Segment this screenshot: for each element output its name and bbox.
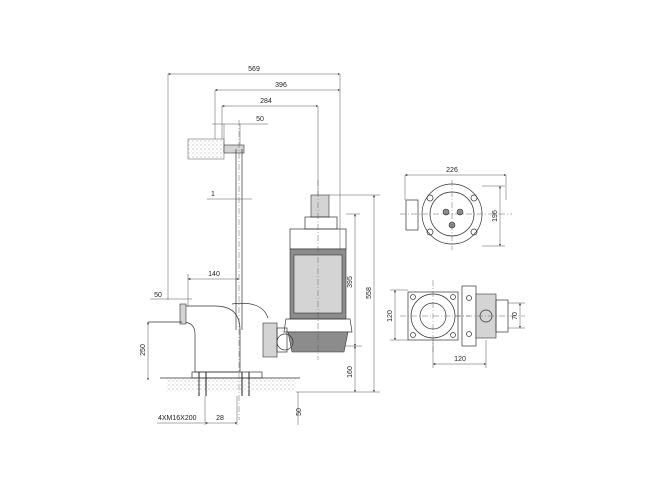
flange-views: 120 70 120 [387,280,525,368]
discharge-flange [262,322,278,358]
top-bolt-2 [456,208,464,216]
coupling-bolt-2 [466,331,472,337]
top-bolt-1 [442,208,450,216]
dim-395-label: 395 [347,276,354,288]
bend-top-curve [231,302,269,319]
dim-50-top-label: 50 [256,116,264,123]
top-hole-2 [470,194,478,202]
motor-top-cap [304,216,338,230]
dim-160-label: 160 [347,366,354,378]
dim-569-label: 569 [248,66,260,73]
dim-284-label: 284 [260,98,272,105]
dim-50-bottom-label: 50 [296,408,303,416]
dim-396-label: 396 [275,82,287,89]
lifting-handle [310,194,330,218]
top-outlet-flange [405,199,419,231]
dim-1-label: 1 [211,191,215,198]
dim-196-label: 196 [492,210,499,222]
pump-body [283,180,353,360]
dim-70-label: 70 [512,312,519,320]
top-view: 226 196 [400,167,512,250]
duckfoot-bend [181,305,241,373]
dim-140-label: 140 [208,271,220,278]
dim-250-label: 250 [140,344,147,356]
side-view: 569 396 284 50 1 140 50 250 395 [140,66,380,425]
flange-hole-1 [410,294,416,300]
coupling-claw [276,333,294,351]
wall-block-top [188,139,224,159]
flange-hole-3 [410,332,416,338]
dim-28-label: 28 [216,415,224,422]
dim-226-label: 226 [446,167,458,174]
bolt-spec-label: 4XM16X200 [158,415,197,422]
top-hole-3 [426,228,434,236]
discharge-coupling [276,327,288,353]
flange-hole-4 [450,332,456,338]
coupling-bolt-1 [466,295,472,301]
dim-120v-label: 120 [387,310,394,322]
base-plate [191,371,263,379]
guide-bracket [223,144,245,154]
dim-120h-label: 120 [454,356,466,363]
dim-50-left-label: 50 [154,292,162,299]
top-hole-1 [426,194,434,202]
dim-558-label: 558 [366,287,373,299]
outlet-flange [179,303,187,325]
floor-ground [166,378,296,392]
flange-hole-2 [450,294,456,300]
top-hole-4 [470,228,478,236]
